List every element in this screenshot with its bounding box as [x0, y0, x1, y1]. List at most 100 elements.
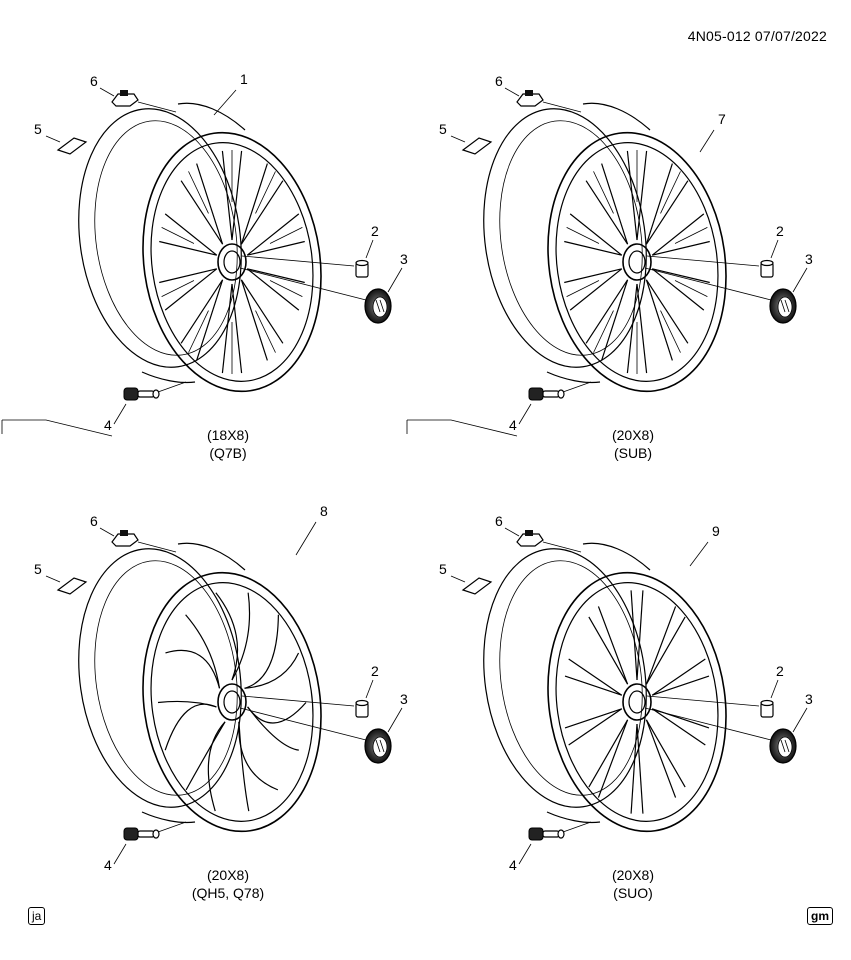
callout-leader: [518, 403, 532, 425]
rim-back-inner: [499, 560, 643, 796]
spoke-edge: [157, 700, 217, 708]
spoke-edge: [569, 213, 623, 256]
rim-front-lip: [555, 142, 719, 382]
spoke-split-line: [593, 171, 614, 214]
spoke-edge: [247, 702, 307, 724]
rim-front-lip: [555, 582, 719, 822]
spoke-edge: [231, 150, 243, 241]
tpms-valve-icon: [528, 827, 565, 841]
callout-label: 5: [34, 121, 42, 137]
spoke-edge: [164, 703, 217, 751]
spoke-edge: [568, 658, 623, 696]
callout-leader: [45, 575, 61, 583]
spoke-edge: [196, 163, 224, 245]
spoke-edge: [159, 240, 217, 256]
rim-back-edge: [78, 108, 242, 368]
callout-weight: 6: [90, 513, 98, 529]
spoke-edge: [207, 721, 226, 812]
wheel-hub: [217, 683, 247, 721]
hub-bore: [628, 690, 646, 714]
barrel-bottom-line: [141, 371, 196, 384]
leader-line: [137, 541, 177, 553]
spoke-split-line: [660, 171, 681, 214]
wheel-size-caption: (18X8): [207, 427, 249, 443]
spoke-edge: [244, 652, 300, 689]
wheel-callout-leader: [699, 129, 715, 153]
spoke-split-line: [188, 310, 209, 353]
center-cap-icon: [364, 288, 392, 324]
callout-leader: [365, 679, 374, 699]
callout-valve: 4: [509, 857, 517, 873]
spoke-edge: [645, 163, 673, 245]
spoke-edge: [630, 590, 638, 681]
rim-back-inner: [499, 120, 643, 356]
leader-line: [644, 267, 772, 301]
hub-bore: [628, 250, 646, 274]
leader-line: [239, 707, 367, 741]
callout-weight: 6: [495, 73, 503, 89]
spoke-edge: [645, 279, 673, 361]
leader-line: [157, 381, 187, 393]
spoke-edge: [247, 268, 305, 284]
leader-line: [646, 255, 760, 267]
spoke-edge: [645, 279, 689, 344]
callout-wheel: 9: [712, 523, 720, 539]
spoke-edge: [246, 268, 300, 311]
leader-line: [406, 419, 518, 437]
lug-nut-icon: [760, 699, 774, 718]
spoke-split-line: [593, 310, 614, 353]
spoke-edge: [221, 150, 233, 241]
callout-wheel: 7: [718, 111, 726, 127]
leader-line: [562, 381, 592, 393]
spoke-split-line: [269, 280, 303, 297]
wheel-hub: [622, 243, 652, 281]
wheel-label-icon: [56, 137, 88, 155]
callout-wheel: 1: [240, 71, 248, 87]
wheel-spokes: [157, 592, 307, 812]
leader-line: [542, 101, 582, 113]
callout-leader: [770, 679, 779, 699]
leader-line: [241, 695, 355, 707]
spoke-edge: [645, 180, 689, 245]
leader-line: [644, 707, 772, 741]
callout-valve: 4: [509, 417, 517, 433]
spoke-edge: [652, 268, 710, 284]
spoke-edge: [651, 658, 706, 696]
spoke-edge: [185, 614, 221, 689]
callout-nut: 2: [371, 663, 379, 679]
hub-bore: [223, 250, 241, 274]
callout-weight: 6: [90, 73, 98, 89]
wheel-spokes: [159, 150, 305, 374]
barrel-bottom-line: [546, 371, 601, 384]
diagram-code: 4N05-012 07/07/2022: [687, 28, 827, 44]
spoke-edge: [588, 719, 629, 788]
wheel-option-caption: (SUB): [614, 445, 652, 461]
balance-weight-icon: [111, 530, 139, 547]
callout-leader: [770, 239, 779, 259]
rim-front-lip: [150, 582, 314, 822]
spoke-split-line: [255, 310, 276, 353]
spoke-split-line: [660, 310, 681, 353]
callout-leader: [450, 575, 466, 583]
spoke-split-line: [566, 227, 600, 244]
callout-leader: [450, 135, 466, 143]
barrel-bottom-line: [141, 811, 196, 824]
spoke-edge: [564, 675, 622, 696]
spoke-edge: [165, 649, 221, 689]
leader-line: [1, 419, 113, 437]
barrel-top-line: [177, 542, 246, 571]
spoke-edge: [636, 283, 648, 374]
spoke-edge: [215, 592, 239, 681]
barrel-bottom-line: [546, 811, 601, 824]
spoke-edge: [159, 268, 217, 284]
illustrator-badge: ja: [28, 907, 46, 925]
spoke-split-line: [674, 227, 708, 244]
rim-front-edge: [547, 571, 727, 833]
callout-leader: [387, 707, 403, 733]
spoke-split-line: [255, 171, 276, 214]
spoke-edge: [247, 706, 299, 751]
balance-weight-icon: [111, 90, 139, 107]
spoke-edge: [231, 592, 251, 681]
